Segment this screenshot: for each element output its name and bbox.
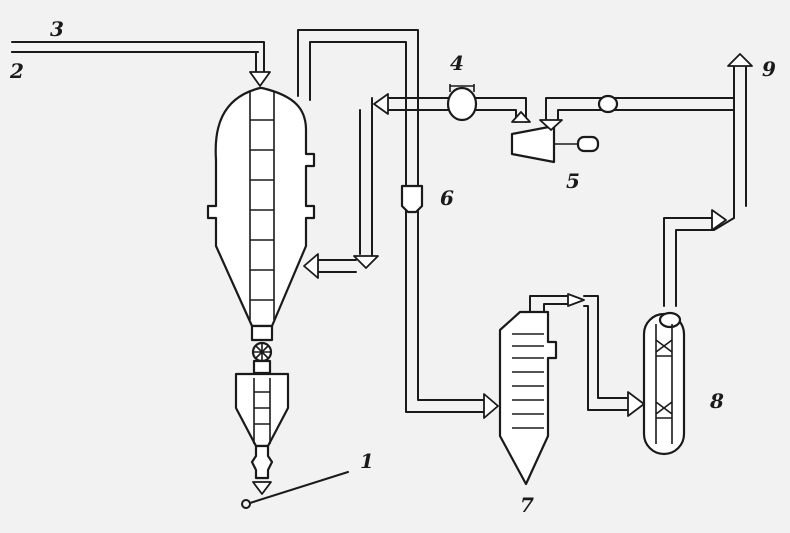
cyclone-7 [498, 293, 585, 486]
tower-air-inlet-arrow [303, 253, 319, 279]
feed-inlet-arrow [249, 71, 271, 87]
rotary-valve [250, 324, 274, 375]
heater-4 [446, 86, 478, 122]
label-3: 3 [50, 17, 64, 41]
label-1: 1 [360, 449, 374, 473]
label-5: 5 [566, 169, 580, 193]
fan-feed-arrow [539, 119, 563, 131]
conveyor-1 [241, 471, 349, 509]
stack-outlet-arrow [727, 53, 753, 67]
label-2: 2 [9, 59, 24, 83]
scrubber-inlet-arrow [627, 391, 645, 417]
label-8: 8 [709, 389, 724, 413]
exhaust-stack-9 [663, 53, 753, 307]
feed-line-3 [11, 41, 271, 87]
cyclone-to-scrubber-duct [583, 295, 645, 417]
scrubber-8 [642, 311, 686, 456]
label-7: 7 [520, 493, 534, 517]
fan-inlet-arrow [511, 111, 531, 123]
exhaust-duct-6 [297, 29, 499, 419]
cyclone-outlet-arrow [567, 293, 585, 307]
label-4: 4 [450, 51, 464, 75]
stack-inlet-arrow [711, 209, 727, 231]
cyclone-inlet-arrow [483, 393, 499, 419]
product-hopper [234, 372, 290, 495]
hot-air-loop [303, 84, 531, 279]
spray-tower [206, 86, 316, 328]
inline-valve [597, 94, 619, 114]
label-9: 9 [762, 57, 776, 81]
downcomer-arrow [353, 255, 379, 269]
fan-5 [510, 94, 735, 164]
label-6: 6 [440, 186, 454, 210]
return-air-arrow [373, 93, 389, 115]
product-outlet-arrow [252, 481, 272, 495]
duct-damper [400, 184, 424, 214]
